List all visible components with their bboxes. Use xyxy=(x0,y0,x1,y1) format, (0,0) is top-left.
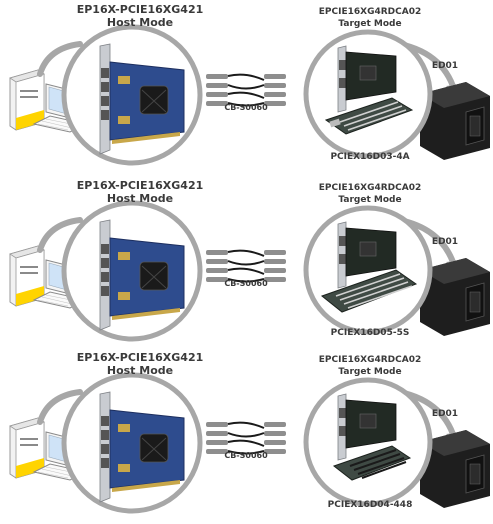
cable-model-label: CB-S0060 xyxy=(224,103,268,112)
target-card-model-label: EPCIE16XG4RDCA02 xyxy=(318,183,422,193)
setup-illustration xyxy=(9,200,490,342)
cable-model-label: CB-S0060 xyxy=(224,279,268,288)
enclosure-label: ED01 xyxy=(431,237,459,247)
target-mode-label: Target Mode xyxy=(338,195,402,205)
expansion-board-label: PCIEX16D04-448 xyxy=(327,500,413,510)
setup-row-1: EP16X-PCIE16XG421 Host Mode EPCIE16XG4RD… xyxy=(0,0,493,170)
target-card-image xyxy=(337,45,397,113)
enclosure-image xyxy=(420,430,490,508)
target-card-model-label: EPCIE16XG4RDCA02 xyxy=(318,355,422,365)
host-connector-arc xyxy=(37,389,83,425)
enclosure-label: ED01 xyxy=(431,409,459,419)
expansion-board-image xyxy=(324,97,414,135)
host-connector-arc xyxy=(37,217,83,253)
expansion-board-image xyxy=(332,445,412,481)
host-card-image xyxy=(99,43,185,155)
expansion-board-label: PCIEX16D05-5S xyxy=(330,328,410,338)
host-card-image xyxy=(99,219,185,331)
expansion-board-label: PCIEX16D03-4A xyxy=(330,152,410,162)
host-connector-arc xyxy=(37,41,83,77)
cable-model-label: CB-S0060 xyxy=(224,451,268,460)
enclosure-image xyxy=(420,258,490,336)
host-card-model-label: EP16X-PCIE16XG421 xyxy=(76,351,204,364)
target-card-image xyxy=(337,221,397,289)
cable-image xyxy=(206,73,286,107)
target-card-image xyxy=(337,393,397,461)
target-mode-label: Target Mode xyxy=(338,19,402,29)
enclosure-label: ED01 xyxy=(431,61,459,71)
enclosure-image xyxy=(420,82,490,160)
expansion-board-image xyxy=(320,269,418,313)
host-mode-label: Host Mode xyxy=(106,16,174,29)
host-card-image xyxy=(99,391,185,503)
setup-illustration xyxy=(9,24,490,166)
target-card-model-label: EPCIE16XG4RDCA02 xyxy=(318,7,422,17)
target-mode-label: Target Mode xyxy=(338,367,402,377)
setup-illustration xyxy=(9,372,490,514)
host-card-model-label: EP16X-PCIE16XG421 xyxy=(76,179,204,192)
setup-row-3: EP16X-PCIE16XG421 Host Mode EPCIE16XG4RD… xyxy=(0,348,493,518)
setup-row-2: EP16X-PCIE16XG421 Host Mode EPCIE16XG4RD… xyxy=(0,176,493,346)
host-mode-label: Host Mode xyxy=(106,192,174,205)
host-mode-label: Host Mode xyxy=(106,364,174,377)
cable-image xyxy=(206,421,286,455)
cable-image xyxy=(206,249,286,283)
host-card-model-label: EP16X-PCIE16XG421 xyxy=(76,3,204,16)
